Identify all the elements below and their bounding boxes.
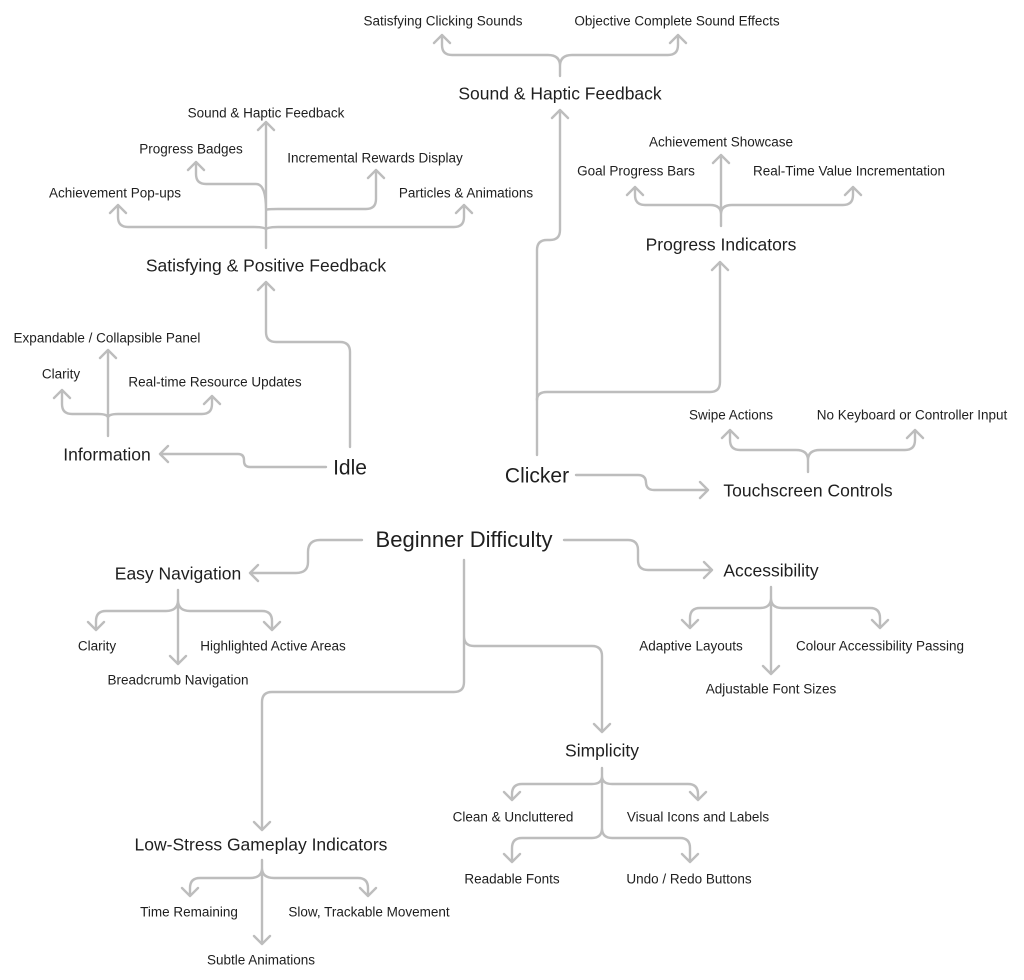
connector-clicker-sound (535, 108, 570, 457)
leaf-clarity-nav: Clarity (77, 638, 117, 654)
leaf-highlighted-areas: Highlighted Active Areas (200, 638, 346, 654)
leaf-subtle-animations: Subtle Animations (206, 952, 316, 968)
leaf-visual-icons: Visual Icons and Labels (626, 809, 770, 825)
leaf-breadcrumb: Breadcrumb Navigation (107, 672, 249, 688)
leaf-clean-uncluttered: Clean & Uncluttered (452, 809, 574, 825)
leaf-readable-fonts: Readable Fonts (464, 871, 560, 887)
connector-beginner-navigation (248, 538, 364, 583)
leaf-swipe-actions: Swipe Actions (688, 407, 774, 423)
node-sound-haptic: Sound & Haptic Feedback (458, 83, 662, 104)
node-beginner-difficulty: Beginner Difficulty (375, 527, 553, 552)
node-easy-navigation: Easy Navigation (114, 563, 242, 584)
connector-navigation-fan (86, 588, 282, 666)
leaf-expandable-panel: Expandable / Collapsible Panel (13, 330, 201, 346)
node-accessibility: Accessibility (723, 560, 819, 581)
connector-touch-fan (720, 428, 925, 474)
connector-simplicity-fan (502, 766, 708, 864)
connector-idle-satisfying (256, 280, 352, 449)
node-clicker: Clicker (504, 464, 570, 488)
leaf-time-remaining: Time Remaining (140, 904, 238, 920)
leaf-no-keyboard: No Keyboard or Controller Input (816, 407, 1008, 423)
connector-lowstress-fan (180, 858, 378, 946)
leaf-realtime-value: Real-Time Value Incrementation (752, 163, 946, 179)
connector-clicker-progress (535, 260, 730, 402)
leaf-sound-haptic: Sound & Haptic Feedback (187, 105, 345, 121)
node-information: Information (63, 444, 151, 465)
leaf-adjustable-fonts: Adjustable Font Sizes (705, 681, 837, 697)
leaf-slow-movement: Slow, Trackable Movement (288, 904, 450, 920)
leaf-clicking-sounds: Satisfying Clicking Sounds (363, 13, 523, 29)
leaf-goal-progress-bars: Goal Progress Bars (577, 163, 695, 179)
connector-beginner-accessibility (562, 538, 714, 580)
connector-information-fan (52, 348, 222, 438)
node-simplicity: Simplicity (565, 740, 639, 761)
leaf-achievement-popups: Achievement Pop-ups (48, 185, 182, 201)
node-satisfying-feedback: Satisfying & Positive Feedback (145, 255, 387, 276)
leaf-realtime-resource: Real-time Resource Updates (128, 374, 302, 390)
connector-progress-fan (625, 153, 863, 228)
connector-accessibility-fan (680, 585, 890, 676)
leaf-objective-sounds: Objective Complete Sound Effects (574, 13, 780, 29)
leaf-incremental-rewards: Incremental Rewards Display (287, 150, 463, 166)
node-progress-indicators: Progress Indicators (645, 234, 797, 255)
leaf-undo-redo: Undo / Redo Buttons (626, 871, 752, 887)
leaf-progress-badges: Progress Badges (139, 141, 243, 157)
leaf-adaptive-layouts: Adaptive Layouts (639, 638, 743, 654)
leaf-clarity-info: Clarity (41, 366, 81, 382)
node-low-stress: Low-Stress Gameplay Indicators (134, 834, 388, 855)
connector-beginner-simplicity (252, 558, 612, 832)
node-touchscreen-controls: Touchscreen Controls (723, 480, 893, 501)
leaf-achievement-showcase: Achievement Showcase (648, 134, 794, 150)
connector-clicker-touch (574, 473, 710, 500)
connector-sound-fan (432, 33, 688, 78)
connector-idle-information (158, 444, 328, 469)
leaf-particles-animations: Particles & Animations (398, 185, 534, 201)
node-idle: Idle (333, 456, 367, 480)
connector-satisfying-fan (108, 120, 474, 250)
leaf-colour-accessibility: Colour Accessibility Passing (795, 638, 965, 654)
